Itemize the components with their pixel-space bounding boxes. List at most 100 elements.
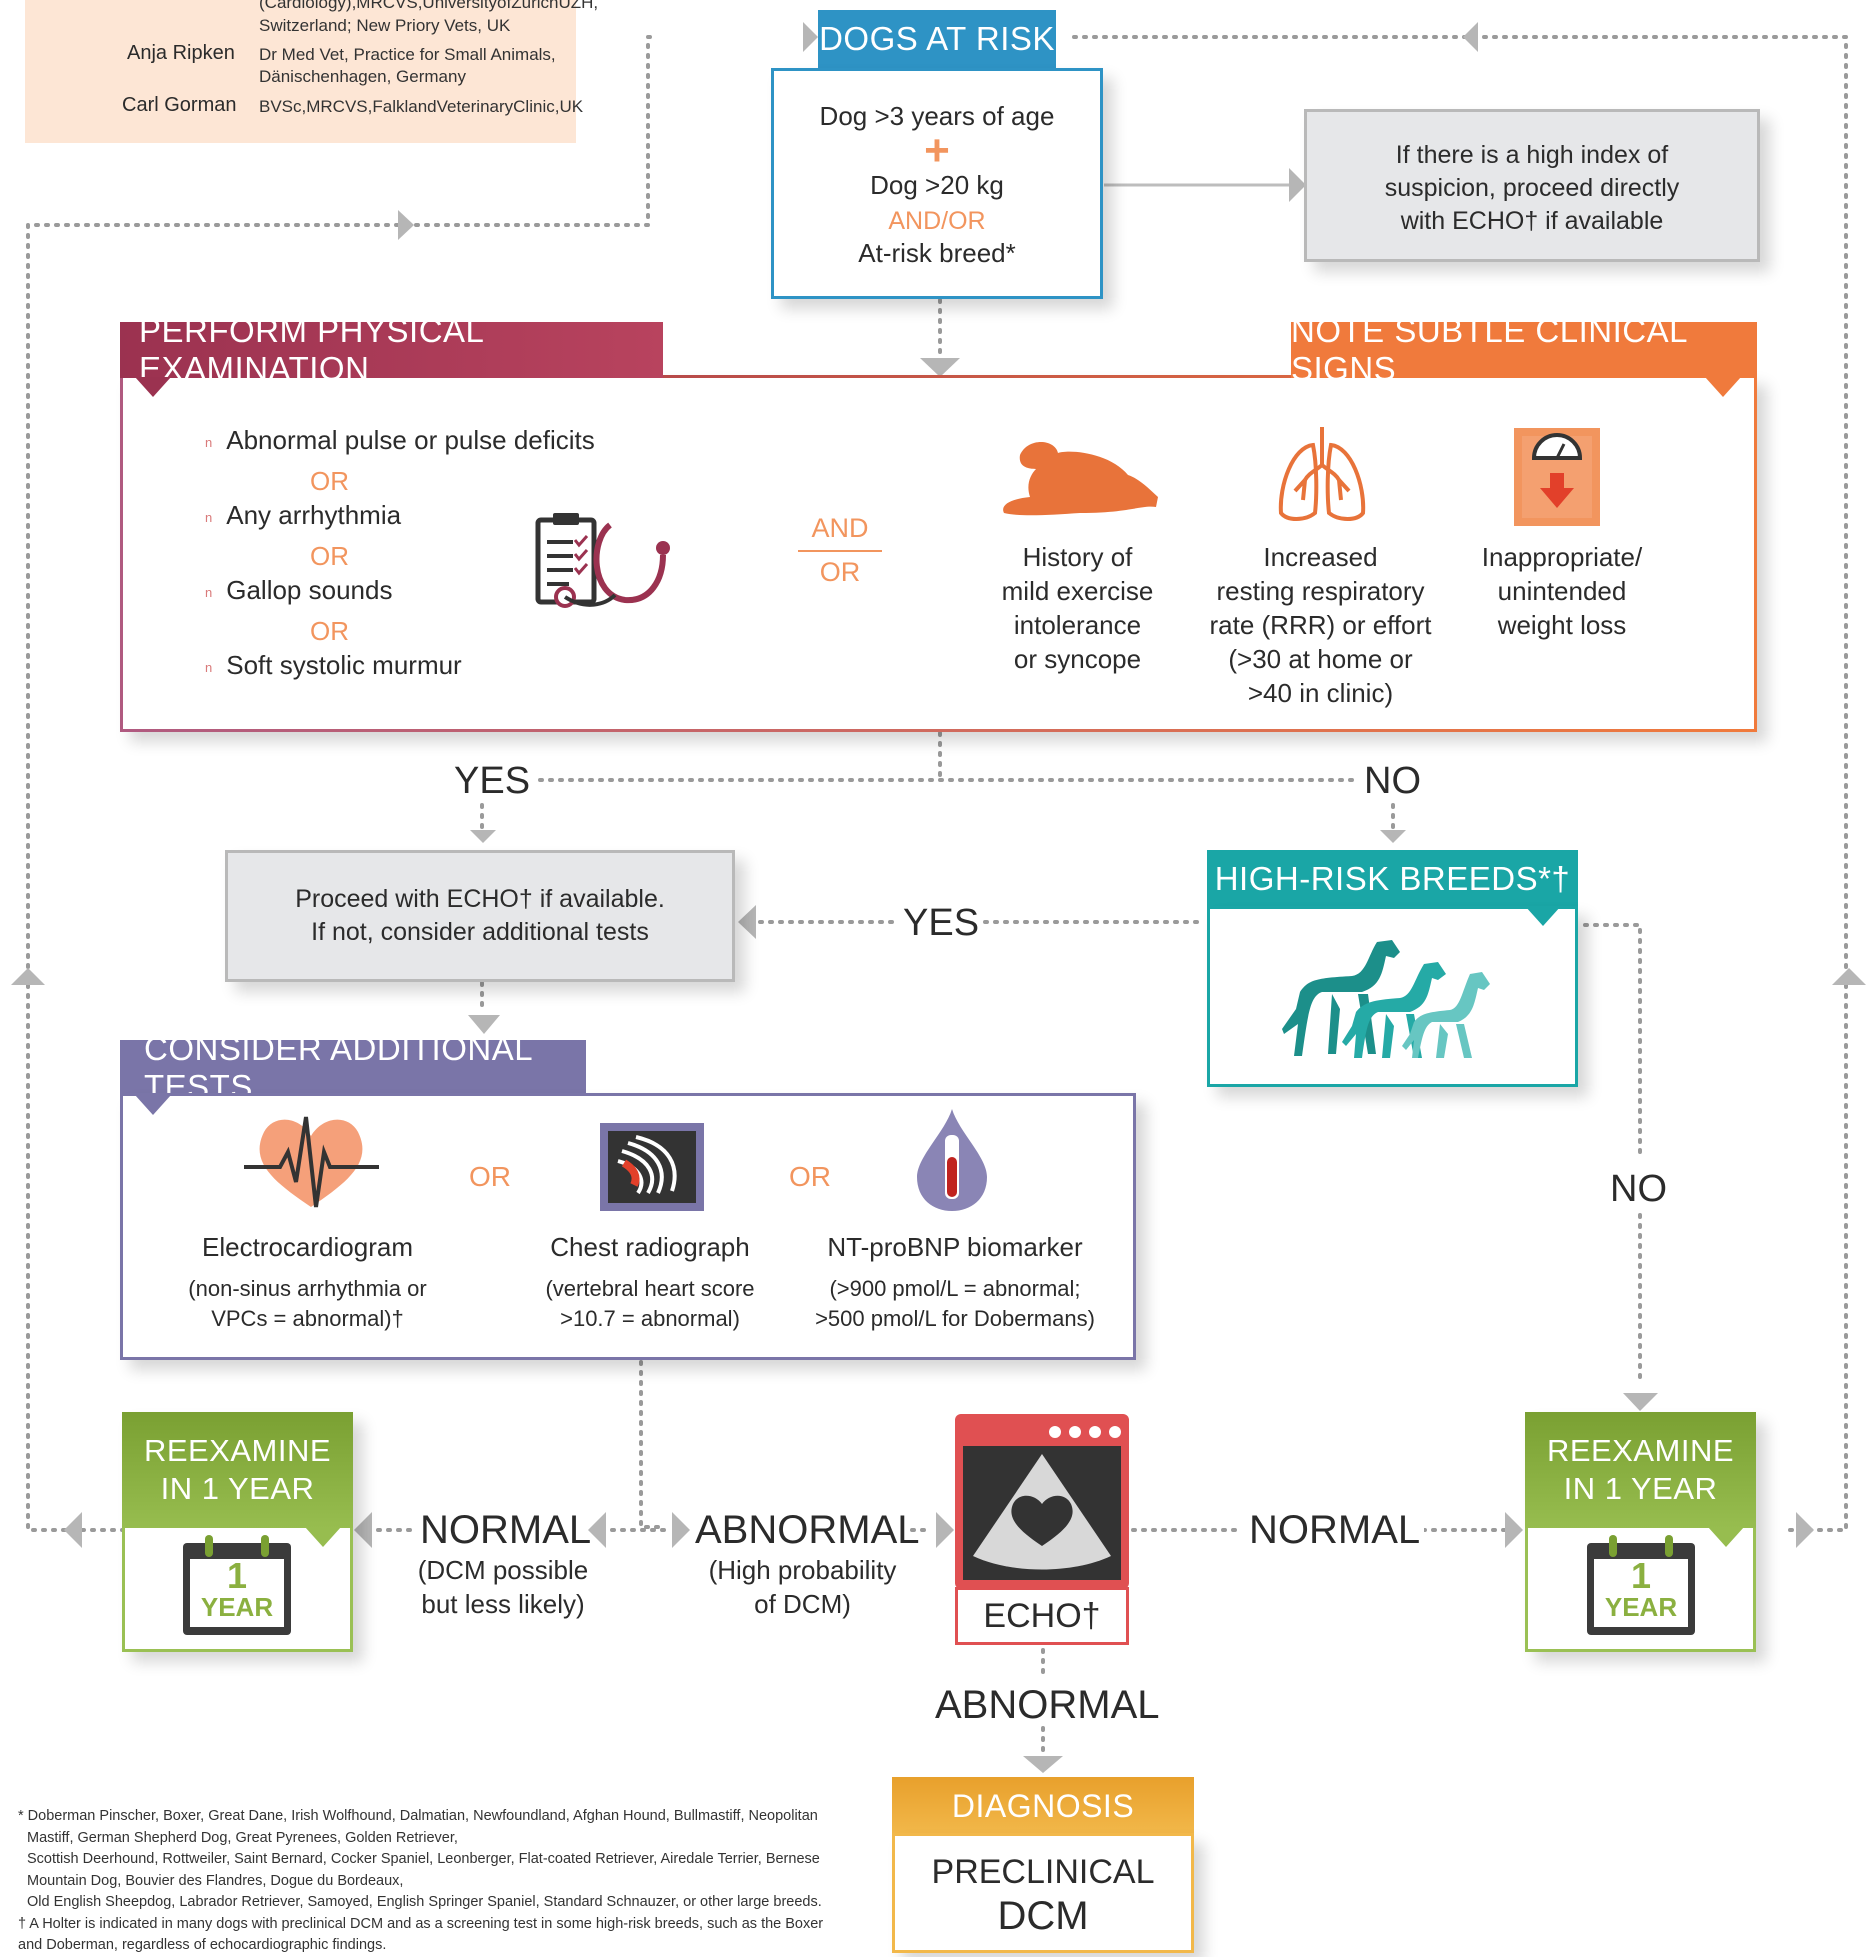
normal-note: (DCM possible but less likely)	[408, 1553, 598, 1621]
credits-line-0: (Cardiology),MRCVS,UniversityofZurichUZH…	[259, 0, 599, 12]
test-note-line: (>900 pmol/L = abnormal;	[829, 1276, 1081, 1301]
test-note-line: >500 pmol/L for Dobermans)	[815, 1306, 1095, 1331]
high-index-line: If there is a high index of	[1395, 141, 1669, 169]
yes-label: YES	[450, 760, 535, 803]
normal-label: NORMAL	[420, 1508, 592, 1552]
no-label: NO	[1610, 1168, 1667, 1210]
ultrasound-heart-icon	[963, 1446, 1121, 1580]
normal-note-line: but less likely)	[421, 1589, 585, 1619]
plus-sign: +	[924, 126, 950, 175]
abnormal-note: (High probability of DCM)	[695, 1553, 910, 1621]
sign-line: resting respiratory	[1216, 576, 1425, 606]
or-label: OR	[310, 616, 349, 646]
sign-line: or syncope	[1013, 644, 1142, 674]
sign-text: Inappropriate/ unintended weight loss	[1462, 540, 1662, 642]
calendar-word: YEAR	[200, 1592, 274, 1622]
footnote-line: and Doberman, regardless of echocardiogr…	[18, 1937, 387, 1953]
and-or-divider	[798, 550, 882, 552]
high-index-line: with ECHO† if available	[1400, 207, 1664, 235]
criterion-age: Dog >3 years of age	[819, 101, 1055, 131]
bullet-marker: n	[205, 659, 213, 675]
footnote-line: Scottish Deerhound, Rottweiler, Saint Be…	[27, 1851, 820, 1867]
echo-label: ECHO†	[983, 1597, 1101, 1635]
calendar-ring	[1665, 1535, 1673, 1557]
proceed-echo-box: Proceed with ECHO† if available. If not,…	[225, 850, 735, 982]
test-note-line: VPCs = abnormal)†	[211, 1306, 404, 1331]
calendar-ring	[1609, 1535, 1617, 1557]
sign-text: History of mild exercise intolerance or …	[975, 540, 1180, 676]
clipboard-stethoscope-icon	[535, 513, 670, 608]
or-label: OR	[789, 1161, 831, 1192]
sign-line: intolerance	[1013, 610, 1142, 640]
sign-line: Increased	[1263, 542, 1378, 572]
exam-box	[120, 375, 1757, 732]
test-title: Electrocardiogram	[202, 1232, 413, 1262]
calendar-icon: 1 YEAR	[183, 1535, 291, 1635]
monitor-dot	[1109, 1426, 1121, 1438]
xray-icon	[600, 1123, 704, 1211]
abnormal-note-line: of DCM)	[754, 1589, 851, 1619]
test-note: (vertebral heart score >10.7 = abnormal)	[530, 1274, 770, 1334]
calendar-ring	[205, 1535, 213, 1557]
or-label: OR	[310, 541, 349, 571]
test-note: (non-sinus arrhythmia or VPCs = abnormal…	[170, 1274, 445, 1334]
reexamine-header-left: REEXAMINE IN 1 YEAR	[122, 1412, 353, 1528]
bullet-marker: n	[205, 434, 213, 450]
header-pointer	[1525, 906, 1561, 926]
and-or-label: AND/OR	[888, 207, 986, 235]
diagnosis-line: PRECLINICAL	[931, 1853, 1155, 1891]
proceed-line: If not, consider additional tests	[311, 918, 649, 946]
reexamine-line: REEXAMINE	[1546, 1433, 1735, 1468]
normal-note-line: (DCM possible	[417, 1555, 589, 1585]
high-risk-box	[1207, 906, 1578, 1087]
exam-item-text: Soft systolic murmur	[226, 650, 462, 680]
clinical-signs-header: NOTE SUBTLE CLINICAL SIGNS	[1291, 312, 1757, 387]
credits-box	[25, 0, 576, 143]
or-label: OR	[819, 557, 861, 587]
reexamine-header-right: REEXAMINE IN 1 YEAR	[1525, 1412, 1756, 1528]
additional-tests-header: CONSIDER ADDITIONAL TESTS	[120, 1030, 586, 1105]
abnormal-label: ABNORMAL	[935, 1683, 1160, 1727]
echo-monitor-icon	[955, 1414, 1129, 1589]
footnote-line: Mountain Dog, Bouvier des Flandres, Dogu…	[27, 1872, 404, 1889]
calendar-number: 1	[226, 1555, 248, 1596]
abnormal-note-line: (High probability	[708, 1555, 897, 1585]
header-pointer	[1708, 1527, 1744, 1547]
high-index-box: If there is a high index of suspicion, p…	[1304, 109, 1760, 262]
monitor-dot	[1069, 1426, 1081, 1438]
test-note-line: >10.7 = abnormal)	[560, 1306, 740, 1331]
heart-ecg-icon	[244, 1116, 379, 1208]
diagnosis-line: DCM	[997, 1894, 1089, 1938]
reexamine-line: REEXAMINE	[143, 1433, 332, 1468]
footnotes: * Doberman Pinscher, Boxer, Great Dane, …	[18, 1806, 828, 1957]
high-risk-header: HIGH-RISK BREEDS*†	[1207, 850, 1578, 908]
calendar-page: 1 YEAR	[1594, 1555, 1688, 1627]
resting-dog-icon	[1003, 442, 1158, 516]
author-name: Carl Gorman	[122, 94, 237, 116]
calendar-number: 1	[1630, 1555, 1652, 1596]
footnote-line: Old English Sheepdog, Labrador Retriever…	[27, 1894, 822, 1910]
proceed-line: Proceed with ECHO† if available.	[295, 885, 665, 913]
exam-item-text: Gallop sounds	[226, 575, 393, 605]
monitor-dot	[1089, 1426, 1101, 1438]
criterion-breed: At-risk breed*	[858, 238, 1016, 268]
blood-drop-icon	[917, 1109, 987, 1211]
monitor-dot	[1049, 1426, 1061, 1438]
no-label: NO	[1360, 760, 1425, 803]
author-details: Dr Med Vet, Practice for Small Animals,	[259, 45, 556, 64]
or-label: OR	[310, 466, 349, 496]
echo-label-box: ECHO†	[955, 1587, 1129, 1645]
author-name: Anja Ripken	[127, 42, 235, 64]
header-pointer	[135, 377, 171, 397]
sign-line: weight loss	[1497, 610, 1627, 640]
calendar-icon: 1 YEAR	[1587, 1535, 1695, 1635]
calendar-page: 1 YEAR	[190, 1555, 284, 1627]
sign-line: Inappropriate/	[1481, 542, 1643, 572]
calendar-ring	[261, 1535, 269, 1557]
sign-line: rate (RRR) or effort	[1209, 610, 1432, 640]
sign-text: Increased resting respiratory rate (RRR)…	[1198, 540, 1443, 710]
